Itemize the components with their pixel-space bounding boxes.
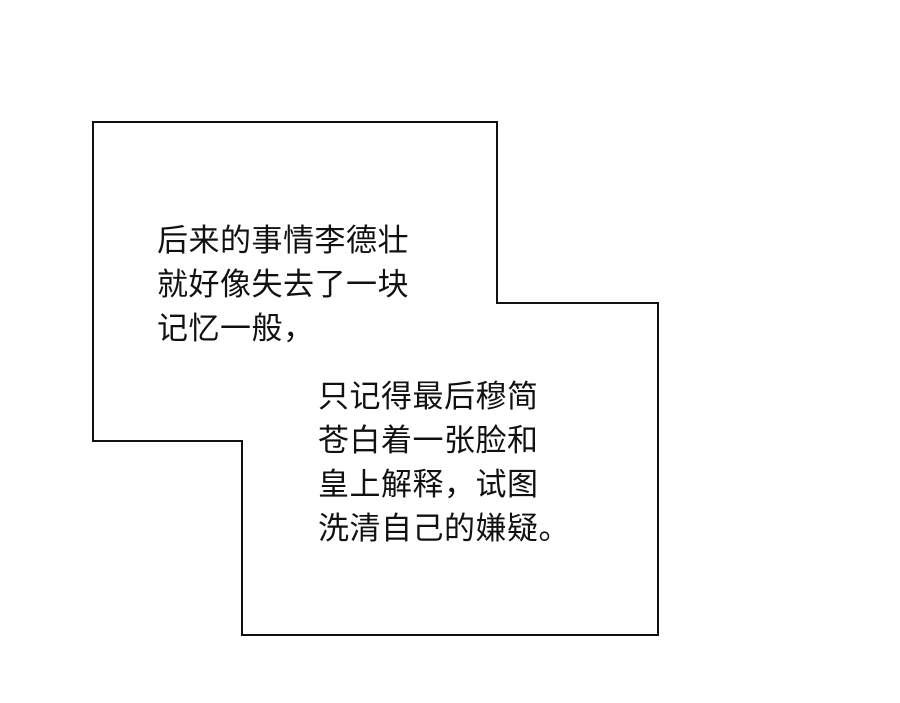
caption-box-outline bbox=[92, 121, 659, 636]
caption-line: 苍白着一张脸和 bbox=[318, 423, 539, 459]
caption-line: 后来的事情李德壮 bbox=[157, 223, 409, 259]
caption-line: 就好像失去了一块 bbox=[157, 267, 409, 303]
caption-line: 记忆一般， bbox=[157, 311, 315, 347]
caption-line: 洗清自己的嫌疑。 bbox=[318, 511, 570, 547]
caption-text-lower: 只记得最后穆简 苍白着一张脸和 皇上解释，试图 洗清自己的嫌疑。 bbox=[318, 375, 570, 551]
caption-line: 皇上解释，试图 bbox=[318, 467, 539, 503]
caption-text-upper: 后来的事情李德壮 就好像失去了一块 记忆一般， bbox=[157, 219, 409, 351]
caption-line: 只记得最后穆简 bbox=[318, 379, 539, 415]
